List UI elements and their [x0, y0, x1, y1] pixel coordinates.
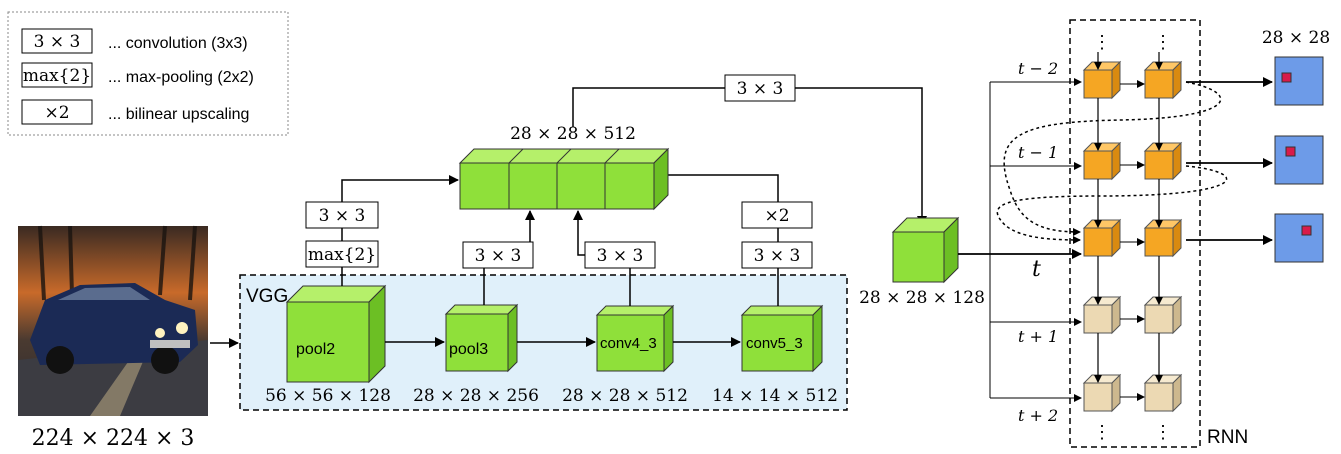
conv4-conv-op: 3 × 3: [597, 246, 644, 266]
pool3-label: pool3: [449, 341, 488, 358]
output-map-2: [1274, 135, 1324, 185]
conv5-dims: 14 × 14 × 512: [712, 386, 838, 406]
rnn-cell-r1-c1: [1082, 60, 1122, 100]
rnn-frame: [1069, 19, 1201, 448]
conv5-upscale-box: [741, 201, 813, 229]
output-map-3: [1274, 213, 1324, 263]
time-label-t: t: [1032, 257, 1041, 282]
conv5-conv-op: 3 × 3: [754, 246, 801, 266]
time-label-tm1: t − 1: [1018, 143, 1058, 162]
input-image: 224 × 224 × 3: [18, 225, 208, 451]
rnn-cell-r5-c2: [1143, 373, 1183, 413]
rnn-title: RNN: [1207, 427, 1248, 448]
rnn-ellipsis-bottom-right: ⋮: [1154, 422, 1172, 443]
vgg-conv4-cube: conv4_3: [595, 304, 675, 373]
pool3-conv-box: [462, 241, 534, 269]
pool2-maxpool-op: max{2}: [308, 245, 376, 265]
pool2-conv-op: 3 × 3: [319, 206, 366, 226]
rnn-cell-r4-c1: [1082, 295, 1122, 335]
time-label-tp2: t + 2: [1018, 406, 1058, 425]
legend-upscale-label: ... bilinear upscaling: [108, 106, 249, 123]
legend-pool-symbol: max{2}: [23, 66, 91, 86]
legend: 3 × 3 ... convolution (3x3) max{2} ... m…: [7, 11, 289, 136]
output-dims: 28 × 28: [1262, 28, 1330, 48]
legend-frame: [7, 11, 289, 136]
legend-conv-label: ... convolution (3x3): [108, 35, 248, 52]
feature-dims: 28 × 28 × 128: [859, 288, 985, 308]
vgg-pool2-cube: pool2: [285, 284, 387, 384]
conv4-label: conv4_3: [600, 335, 657, 352]
pool2-label: pool2: [296, 341, 335, 358]
rnn-cell-r3-c1: [1082, 218, 1122, 258]
pool2-conv-box: [305, 201, 379, 229]
output-marker-3: [1301, 225, 1312, 236]
top-conv-box: [724, 74, 796, 102]
legend-pool-symbol-box: [21, 62, 93, 88]
output-marker-2: [1285, 146, 1296, 157]
feature-cube: [891, 216, 960, 284]
legend-upscale-symbol: ×2: [44, 103, 69, 123]
top-conv-op: 3 × 3: [737, 79, 784, 99]
conv4-dims: 28 × 28 × 512: [562, 386, 688, 406]
rnn-cell-grid: [1082, 52, 1183, 413]
conv4-conv-box: [584, 241, 656, 269]
legend-conv-symbol: 3 × 3: [34, 32, 81, 52]
output-marker-1: [1281, 72, 1292, 83]
concat-dims: 28 × 28 × 512: [510, 124, 636, 144]
pool2-dims: 56 × 56 × 128: [265, 386, 391, 406]
pool3-conv-op: 3 × 3: [475, 246, 522, 266]
rnn-cell-r5-c1: [1082, 373, 1122, 413]
pool3-dims: 28 × 28 × 256: [413, 386, 539, 406]
concat-block: [458, 147, 670, 211]
rnn-cell-r2-c1: [1082, 141, 1122, 181]
rnn-ellipsis-bottom-left: ⋮: [1093, 422, 1111, 443]
rnn-ellipsis-top-right: ⋮: [1154, 32, 1172, 53]
conv5-upscale-op: ×2: [764, 206, 789, 226]
vgg-pool3-cube: pool3: [444, 303, 519, 373]
conv5-conv-box: [741, 241, 813, 269]
input-dims: 224 × 224 × 3: [32, 426, 195, 451]
legend-pool-label: ... max-pooling (2x2): [108, 69, 254, 86]
rnn-cell-r2-c2: [1143, 141, 1183, 181]
rnn-cell-r3-c2: [1143, 218, 1183, 258]
rnn-cell-r4-c2: [1143, 295, 1183, 335]
car-headlight: [176, 322, 188, 334]
legend-conv-symbol-box: [21, 28, 93, 54]
rnn-ellipsis-top-left: ⋮: [1093, 32, 1111, 53]
conv5-label: conv5_3: [746, 335, 803, 352]
legend-upscale-symbol-box: [21, 99, 93, 125]
rnn-cell-r1-c2: [1143, 60, 1183, 100]
vgg-conv5-cube: conv5_3: [740, 304, 824, 373]
output-map-1: [1274, 56, 1324, 106]
vgg-title: VGG: [246, 286, 288, 307]
time-label-tm2: t − 2: [1018, 59, 1058, 78]
time-label-tp1: t + 1: [1018, 327, 1058, 346]
